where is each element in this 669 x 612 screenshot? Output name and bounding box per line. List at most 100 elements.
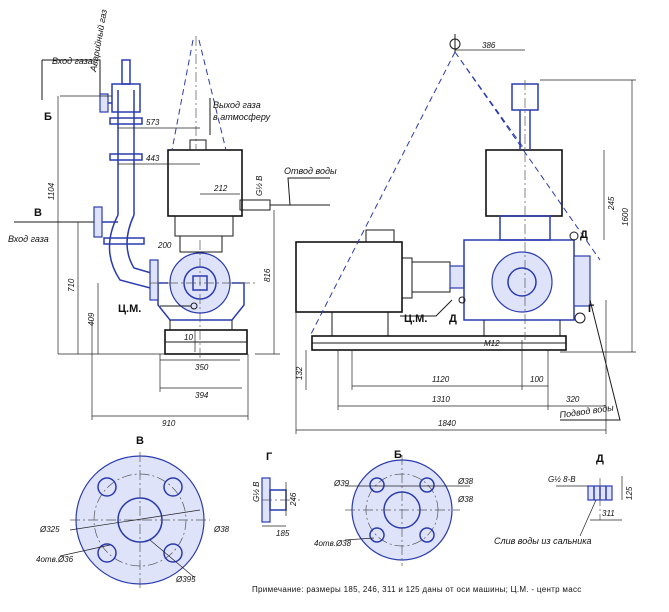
- detail-b: Б Ø39 Ø38 Ø38 4отв.Ø38: [314, 449, 474, 566]
- detail-v-d2: Ø38: [213, 525, 230, 534]
- d-detail-marker-top: [569, 231, 579, 241]
- left-tank-neck: [174, 215, 234, 237]
- detail-b-hole-4: [419, 527, 435, 543]
- right-pump-endcap: [573, 255, 591, 307]
- right-side-view: 386 245 1600 1120 100 1310 320 1840 132 …: [295, 34, 636, 434]
- cm-right-label: Ц.М.: [404, 313, 427, 325]
- detail-d-title: Д: [596, 453, 604, 465]
- emergency-gas-label: Аварийный газ: [88, 9, 109, 74]
- detail-b-holes-leader: [344, 537, 375, 541]
- dim-386-text: 386: [482, 41, 496, 50]
- gv-label: G½ В: [255, 175, 264, 196]
- dim-132-text: 132: [295, 366, 304, 380]
- detail-d-311: 311: [602, 509, 615, 518]
- dim-212-text: 212: [213, 184, 228, 193]
- footnote: Примечание: размеры 185, 246, 311 и 125 …: [252, 585, 582, 594]
- detail-g: Г G½ В 246 185: [252, 451, 300, 538]
- m12-label: М12: [484, 339, 500, 348]
- left-side-flange: [93, 206, 103, 238]
- gas-inlet-leader: [42, 59, 101, 94]
- d-marker-label-2: Д: [580, 229, 588, 241]
- left-emergency-pipe: [121, 59, 131, 85]
- left-inlet-valve: [111, 83, 141, 113]
- view-b-marker: Б: [44, 111, 52, 123]
- left-side-view: Вход газа Аварийный газ Выход газа в атм…: [8, 9, 337, 428]
- detail-b-hole-2: [419, 477, 435, 493]
- cm-left-label: Ц.М.: [118, 303, 141, 315]
- dim-1310-text: 1310: [432, 395, 450, 404]
- left-elbow-flange: [103, 237, 145, 245]
- gas-outlet-label-2: в атмосферу: [213, 112, 271, 122]
- left-pipe-flange-2: [109, 153, 143, 161]
- water-supply-leader: [560, 299, 621, 421]
- motor-flange: [401, 257, 413, 299]
- detail-b-holes: 4отв.Ø38: [314, 539, 352, 548]
- detail-g-gv: G½ В: [252, 481, 261, 502]
- detail-b-title: Б: [394, 449, 402, 461]
- detail-g-246: 246: [289, 492, 298, 507]
- coupling: [449, 265, 465, 289]
- left-pump-legs: [169, 320, 233, 330]
- lifting-slings: [309, 51, 601, 337]
- left-pump-inlet-flange: [149, 259, 159, 301]
- motor-body: [295, 241, 403, 313]
- detail-v-holes-leader: [59, 544, 111, 557]
- gas-inlet-side-label: Вход газа: [8, 234, 49, 244]
- left-outlet-cone: [171, 39, 227, 151]
- detail-v-hole-4: [163, 543, 183, 563]
- dim-245-text: 245: [607, 196, 616, 211]
- motor-feet: [331, 312, 389, 336]
- detail-d-gv: G½ 8-В: [548, 475, 576, 484]
- detail-b-d1: Ø39: [333, 479, 350, 488]
- detail-v: В 4отв.Ø36 Ø325 Ø38 Ø395: [36, 435, 230, 588]
- dim-200-text: 200: [157, 241, 172, 250]
- detail-v-dim-line: [69, 509, 201, 531]
- detail-d-note: Слив воды из сальника: [494, 536, 592, 546]
- d-detail-marker: [574, 312, 586, 324]
- left-water-outlet: [239, 199, 271, 211]
- dim-1104-text: 1104: [47, 182, 56, 200]
- left-inlet-flange: [99, 93, 109, 113]
- left-inlet-pipe: [117, 90, 135, 215]
- detail-d-125: 125: [625, 486, 634, 500]
- detail-v-holes: 4отв.Ø36: [36, 555, 74, 564]
- lifting-hook-eye: [449, 38, 461, 50]
- detail-b-d2: Ø38: [457, 477, 474, 486]
- water-outlet-label-line: [287, 177, 330, 206]
- detail-v-d3: Ø395: [175, 575, 196, 584]
- dim-320-text: 320: [566, 395, 580, 404]
- gas-outlet-label-1: Выход газа: [213, 100, 261, 110]
- dim-1120-text: 1120: [432, 375, 450, 384]
- dim-350-text: 350: [195, 363, 209, 372]
- dim-573-text: 573: [146, 118, 160, 127]
- dim-1600-text: 1600: [621, 208, 630, 226]
- detail-v-d3-leader: [149, 539, 196, 579]
- dim-100-text: 100: [530, 375, 544, 384]
- dim-394-text: 394: [195, 391, 209, 400]
- detail-v-d1: Ø325: [39, 525, 60, 534]
- detail-d-note-leader: [579, 499, 597, 537]
- g-marker-label: Г: [588, 303, 595, 315]
- detail-b-d3: Ø38: [457, 495, 474, 504]
- dim-816-text: 816: [263, 268, 272, 282]
- left-separator-tank: [167, 149, 243, 217]
- dim-710-text: 710: [67, 278, 76, 292]
- right-pump-feet: [483, 320, 561, 336]
- right-pump-hub: [507, 267, 537, 297]
- dim-1840-text: 1840: [438, 419, 456, 428]
- detail-v-title: В: [136, 435, 144, 447]
- dim-10-text: 10: [184, 333, 193, 342]
- coupling-guard: [411, 261, 451, 293]
- right-pump-rotor: [491, 251, 553, 313]
- left-pipe-flange-1: [109, 117, 143, 125]
- detail-d: Д G½ 8-В 125 311 Слив воды из сальника: [494, 453, 634, 546]
- detail-v-hole-2: [163, 477, 183, 497]
- detail-b-hole-1: [369, 477, 385, 493]
- left-tank-lower: [179, 236, 223, 253]
- d-marker-label: Д: [449, 313, 457, 325]
- right-cm-leader: [400, 299, 453, 317]
- motor-terminal-box: [365, 229, 395, 243]
- detail-v-hole-3: [97, 543, 117, 563]
- gas-inlet-top-label: Вход газа: [52, 56, 93, 66]
